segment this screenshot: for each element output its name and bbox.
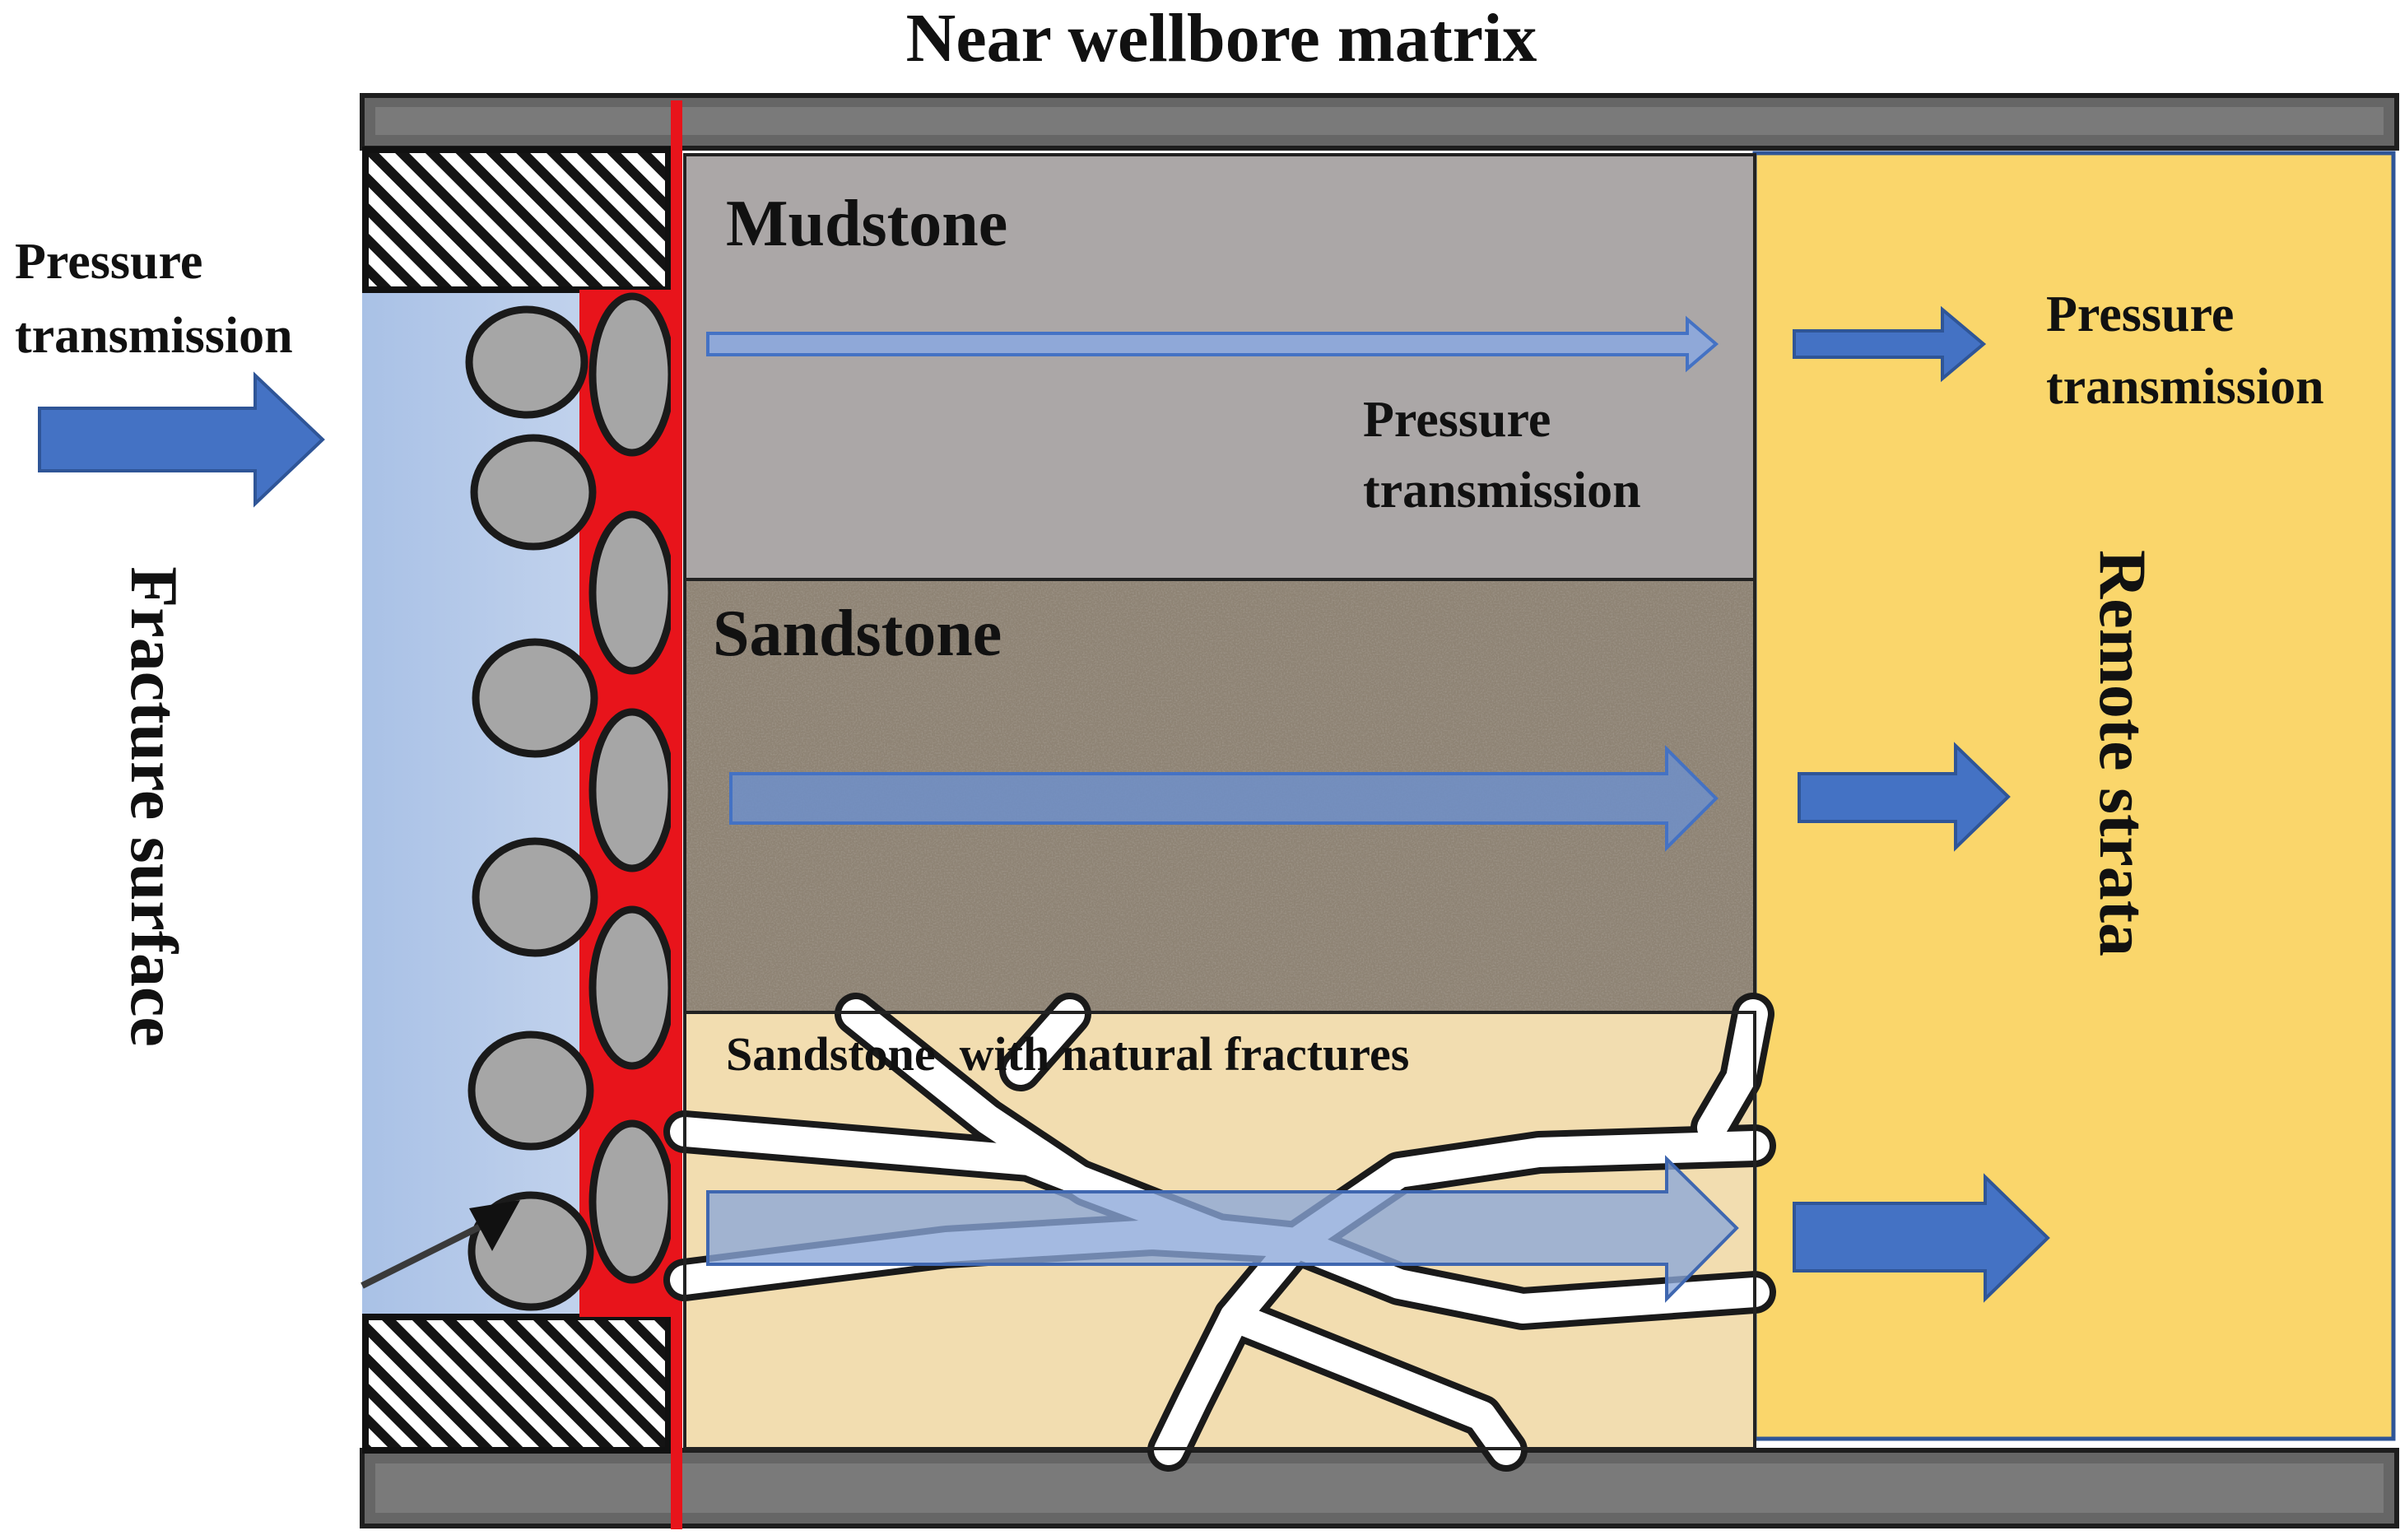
remote-arrow-middle [1798,742,2011,852]
sandstone-label: Sandstone [713,598,1002,670]
left-pressure-arrow [38,371,325,508]
right-pressure-label-line1: Pressure [2046,286,2234,342]
proppant-grain [465,305,588,419]
remote-arrow-bottom [1793,1173,2050,1303]
proppant-grain [472,837,598,957]
fractured-sandstone-label: Sandstone with natural fractures [726,1027,1409,1081]
fracture-surface-label: Fracture surface [117,566,192,1047]
remote-arrow-top [1793,305,1987,383]
left-pressure-label-line2: transmission [15,308,293,364]
top-hatched-block [362,147,672,293]
proppant-grain [588,292,676,457]
grain-pointer-line [360,1218,492,1289]
grain-pointer-arrowhead [469,1200,520,1251]
proppant-grain [588,708,676,872]
remote-strata-label: Remote strata [2086,550,2160,956]
proppant-grain [588,905,676,1070]
right-pressure-label-line2: transmission [2046,359,2324,415]
bottom-casing-inner [375,1463,2384,1513]
proppant-grain [588,510,676,675]
diagram-title: Near wellbore matrix [906,0,1537,77]
fractured-flow-arrow [706,1155,1739,1303]
mudstone-pressure-label-line2: transmission [1363,463,1641,519]
mudstone-pressure-label-line1: Pressure [1363,392,1551,448]
proppant-grain [588,1119,676,1284]
left-pressure-label-line1: Pressure [15,234,202,290]
top-casing-inner [375,107,2384,135]
fractured-sandstone-border [683,1011,1756,1450]
proppant-grain [472,638,598,758]
sandstone-flow-arrow [729,745,1719,852]
mudstone-layer [683,153,1756,581]
mudstone-flow-arrow [706,315,1719,373]
mudstone-label: Mudstone [726,188,1007,260]
proppant-grain [470,434,597,551]
proppant-grain [467,1031,594,1151]
proppant-grains-round [465,305,598,1311]
bottom-hatched-block [362,1314,672,1454]
